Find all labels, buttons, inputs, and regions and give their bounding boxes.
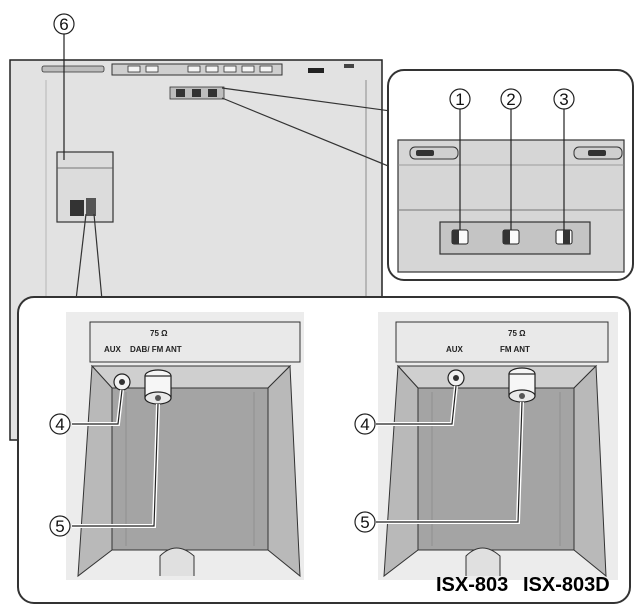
callout-3: 3 — [553, 88, 575, 110]
svg-text:6: 6 — [59, 15, 68, 34]
antenna-connector-left — [144, 369, 172, 405]
connector-cover — [56, 151, 114, 223]
callout-6: 6 — [53, 13, 75, 160]
svg-text:1: 1 — [455, 90, 464, 109]
svg-text:75 Ω: 75 Ω — [508, 329, 526, 338]
switch-1 — [451, 229, 469, 245]
model-label-right: ISX-803D — [523, 574, 610, 596]
svg-text:75 Ω: 75 Ω — [150, 329, 168, 338]
connector-block-right: 75 Ω AUX FM ANT 4 5 — [354, 312, 618, 580]
switch-3 — [555, 229, 573, 245]
switch-group-small — [169, 86, 225, 100]
svg-text:FM ANT: FM ANT — [500, 345, 530, 354]
switch-zoom-panel: 1 2 3 — [387, 69, 634, 281]
callout-4-left: 4 — [49, 413, 71, 435]
callout-2: 2 — [500, 88, 522, 110]
model-label-left: ISX-803 — [436, 574, 508, 596]
aux-jack-right — [447, 369, 465, 387]
svg-text:AUX: AUX — [446, 345, 464, 354]
svg-text:3: 3 — [559, 90, 568, 109]
svg-text:5: 5 — [55, 517, 64, 536]
callout-5-left: 5 — [49, 515, 71, 537]
callout-4-right: 4 — [354, 413, 376, 435]
svg-text:5: 5 — [360, 513, 369, 532]
svg-text:4: 4 — [55, 415, 64, 434]
svg-text:2: 2 — [506, 90, 515, 109]
switch-2 — [502, 229, 520, 245]
svg-text:4: 4 — [360, 415, 369, 434]
svg-text:DAB/ FM ANT: DAB/ FM ANT — [130, 345, 182, 354]
connector-zoom-panel: 75 Ω AUX DAB/ FM ANT 4 — [17, 296, 631, 604]
zoom-lines-connector — [75, 213, 103, 301]
svg-text:AUX: AUX — [104, 345, 122, 354]
callout-5-right: 5 — [354, 511, 376, 533]
zoom-lines-switch — [221, 87, 399, 171]
callout-1: 1 — [449, 88, 471, 110]
connector-block-left: 75 Ω AUX DAB/ FM ANT 4 — [49, 312, 304, 580]
antenna-connector-right — [508, 367, 536, 403]
aux-jack-left — [113, 373, 131, 391]
